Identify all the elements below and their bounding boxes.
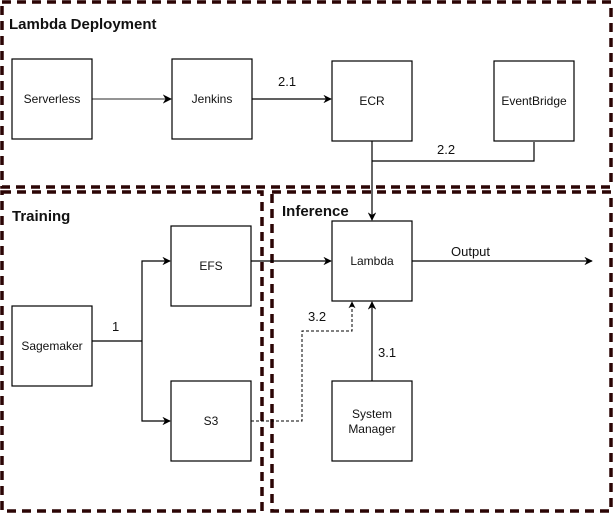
group-training <box>0 190 264 513</box>
node-label-serverless: Serverless <box>24 92 81 106</box>
node-label-lambda: Lambda <box>350 254 394 268</box>
node-efs[interactable]: EFS <box>170 225 252 307</box>
edge-label-2-2: 2.2 <box>437 142 455 157</box>
edge-label-3-2: 3.2 <box>308 309 326 324</box>
node-sagemaker[interactable]: Sagemaker <box>11 305 93 387</box>
edge-label-1: 1 <box>112 319 119 334</box>
group-title-lambda-deployment: Lambda Deployment <box>9 16 157 33</box>
node-label-ecr: ECR <box>359 94 385 108</box>
node-label-efs: EFS <box>199 259 222 273</box>
node-serverless[interactable]: Serverless <box>11 58 93 140</box>
node-s3[interactable]: S3 <box>170 380 252 462</box>
node-label-sagemaker: Sagemaker <box>21 339 82 353</box>
edge-s3-lambda <box>251 301 356 422</box>
node-system-manager[interactable]: System Manager <box>331 380 413 462</box>
node-label-system-manager-line1: System <box>352 407 392 421</box>
group-inference <box>270 190 613 513</box>
edge-sagemaker-s3 <box>141 341 171 426</box>
edge-label-3-1: 3.1 <box>378 345 396 360</box>
node-jenkins[interactable]: Jenkins <box>171 58 253 140</box>
edge-eventbridge-merge <box>372 142 535 162</box>
node-lambda[interactable]: Lambda <box>331 220 413 302</box>
node-label-eventbridge: EventBridge <box>501 94 567 108</box>
node-label-system-manager-line2: Manager <box>348 422 395 436</box>
node-eventbridge[interactable]: EventBridge <box>493 60 575 142</box>
group-title-training: Training <box>12 208 70 225</box>
group-lambda-deployment <box>0 0 613 189</box>
edge-label-output: Output <box>451 244 490 259</box>
node-ecr[interactable]: ECR <box>331 60 413 142</box>
edge-sagemaker-efs <box>141 256 171 341</box>
edge-label-2-1: 2.1 <box>278 74 296 89</box>
node-label-s3: S3 <box>204 414 219 428</box>
node-label-jenkins: Jenkins <box>192 92 233 106</box>
group-title-inference: Inference <box>282 203 349 220</box>
